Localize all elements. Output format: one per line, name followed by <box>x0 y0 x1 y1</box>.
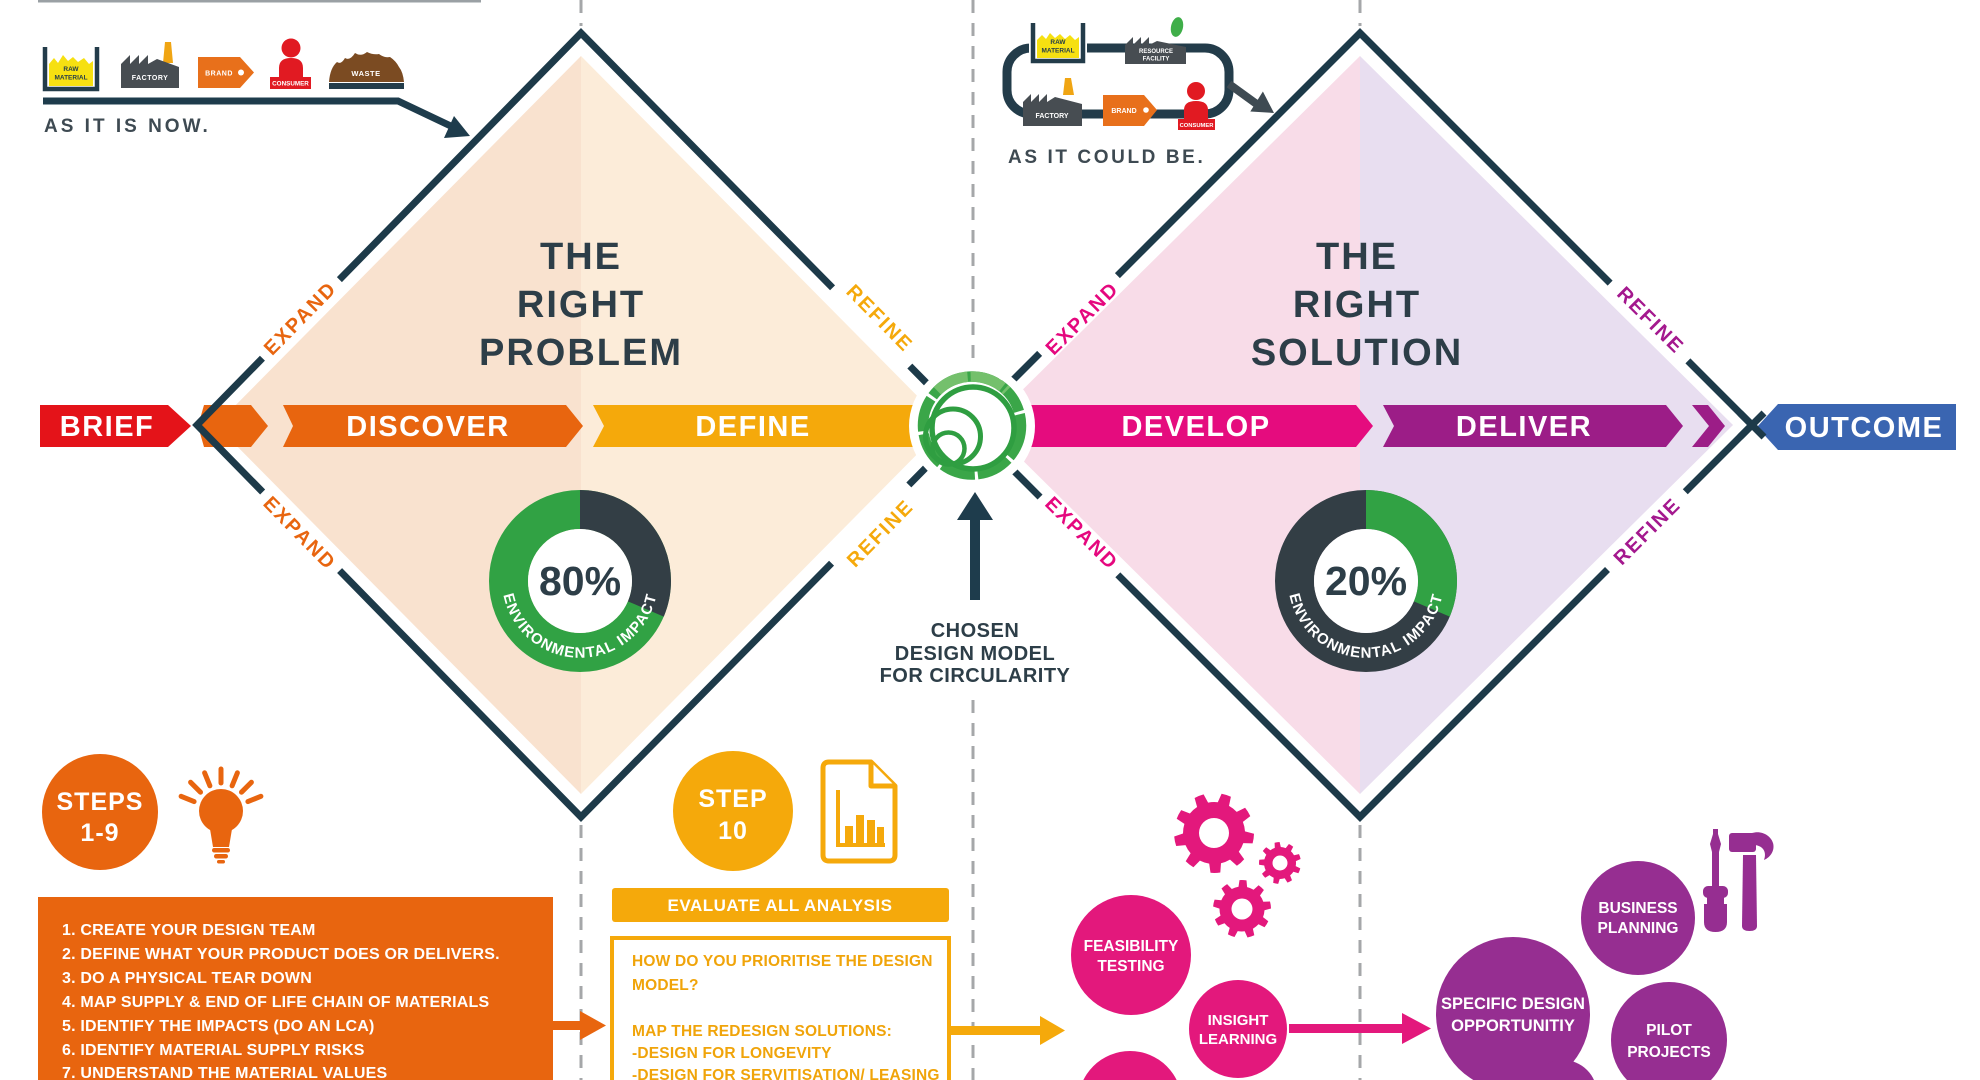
svg-text:PROBLEM: PROBLEM <box>479 332 683 374</box>
svg-text:DISCOVER: DISCOVER <box>346 411 509 443</box>
svg-text:BRAND: BRAND <box>1111 108 1136 115</box>
svg-text:THE: THE <box>540 236 622 278</box>
svg-text:TESTING: TESTING <box>1097 958 1164 975</box>
svg-text:5. IDENTIFY THE IMPACTS (DO AN: 5. IDENTIFY THE IMPACTS (DO AN LCA) <box>62 1018 374 1035</box>
svg-text:7. UNDERSTAND THE MATERIAL VAL: 7. UNDERSTAND THE MATERIAL VALUES <box>62 1065 388 1080</box>
svg-text:RAW: RAW <box>1050 39 1066 46</box>
svg-text:6. IDENTIFY MATERIAL SUPPLY RI: 6. IDENTIFY MATERIAL SUPPLY RISKS <box>62 1042 365 1059</box>
svg-text:PROJECTS: PROJECTS <box>1627 1044 1711 1061</box>
svg-text:DEFINE: DEFINE <box>695 411 810 443</box>
svg-text:MODEL?: MODEL? <box>632 977 699 994</box>
svg-text:-DESIGN FOR LONGEVITY: -DESIGN FOR LONGEVITY <box>632 1045 832 1062</box>
svg-text:STEP: STEP <box>698 785 767 813</box>
svg-text:CONSUMER: CONSUMER <box>272 81 309 88</box>
svg-text:PILOT: PILOT <box>1646 1022 1692 1039</box>
svg-text:CONSUMER: CONSUMER <box>1180 123 1215 129</box>
svg-text:FACTORY: FACTORY <box>1035 113 1068 120</box>
svg-text:MATERIAL: MATERIAL <box>1041 48 1074 55</box>
svg-text:BUSINESS: BUSINESS <box>1598 900 1677 917</box>
svg-text:2. DEFINE WHAT YOUR PRODUCT DO: 2. DEFINE WHAT YOUR PRODUCT DOES OR DELI… <box>62 946 500 963</box>
svg-text:RESOURCE: RESOURCE <box>1139 49 1173 55</box>
svg-text:INSIGHT: INSIGHT <box>1208 1012 1269 1029</box>
svg-text:20%: 20% <box>1325 558 1407 604</box>
svg-text:DELIVER: DELIVER <box>1456 411 1592 443</box>
svg-text:OUTCOME: OUTCOME <box>1785 412 1944 444</box>
svg-text:DEVELOP: DEVELOP <box>1121 411 1270 443</box>
svg-text:AS IT IS NOW.: AS IT IS NOW. <box>44 116 211 137</box>
svg-text:BRAND: BRAND <box>205 71 233 78</box>
svg-text:SOLUTION: SOLUTION <box>1251 332 1463 374</box>
svg-text:1. CREATE YOUR DESIGN TEAM: 1. CREATE YOUR DESIGN TEAM <box>62 922 316 939</box>
svg-text:BRIEF: BRIEF <box>60 411 155 443</box>
svg-text:OPPORTUNITIY: OPPORTUNITIY <box>1451 1017 1575 1035</box>
svg-text:MATERIAL: MATERIAL <box>54 75 87 82</box>
svg-text:FOR CIRCULARITY: FOR CIRCULARITY <box>880 665 1071 687</box>
svg-text:WASTE: WASTE <box>351 69 380 78</box>
svg-text:CHOSEN: CHOSEN <box>931 620 1020 642</box>
svg-text:10: 10 <box>718 817 748 845</box>
svg-text:SPECIFIC DESIGN: SPECIFIC DESIGN <box>1441 995 1585 1013</box>
svg-text:AS IT COULD BE.: AS IT COULD BE. <box>1008 147 1205 168</box>
svg-text:THE: THE <box>1316 236 1398 278</box>
svg-text:FEASIBILITY: FEASIBILITY <box>1084 938 1179 955</box>
svg-text:DESIGN MODEL: DESIGN MODEL <box>895 643 1055 665</box>
svg-text:EVALUATE ALL ANALYSIS: EVALUATE ALL ANALYSIS <box>668 896 893 915</box>
svg-text:PLANNING: PLANNING <box>1598 920 1679 937</box>
svg-text:STEPS: STEPS <box>57 788 144 816</box>
svg-text:HOW DO YOU PRIORITISE THE DESI: HOW DO YOU PRIORITISE THE DESIGN <box>632 953 933 970</box>
svg-text:LEARNING: LEARNING <box>1199 1031 1277 1048</box>
svg-text:3. DO A PHYSICAL TEAR DOWN: 3. DO A PHYSICAL TEAR DOWN <box>62 970 312 987</box>
svg-text:RAW: RAW <box>63 66 79 73</box>
svg-text:-DESIGN FOR SERVITISATION/ LEA: -DESIGN FOR SERVITISATION/ LEASING <box>632 1067 940 1080</box>
svg-text:RIGHT: RIGHT <box>517 284 645 326</box>
svg-text:1-9: 1-9 <box>80 819 119 847</box>
svg-text:80%: 80% <box>539 558 621 604</box>
svg-text:RIGHT: RIGHT <box>1293 284 1421 326</box>
svg-text:FACTORY: FACTORY <box>132 75 169 82</box>
svg-text:FACILITY: FACILITY <box>1143 57 1170 63</box>
svg-text:4. MAP SUPPLY & END OF LIFE CH: 4. MAP SUPPLY & END OF LIFE CHAIN OF MAT… <box>62 994 489 1011</box>
svg-text:MAP THE REDESIGN SOLUTIONS:: MAP THE REDESIGN SOLUTIONS: <box>632 1023 892 1040</box>
